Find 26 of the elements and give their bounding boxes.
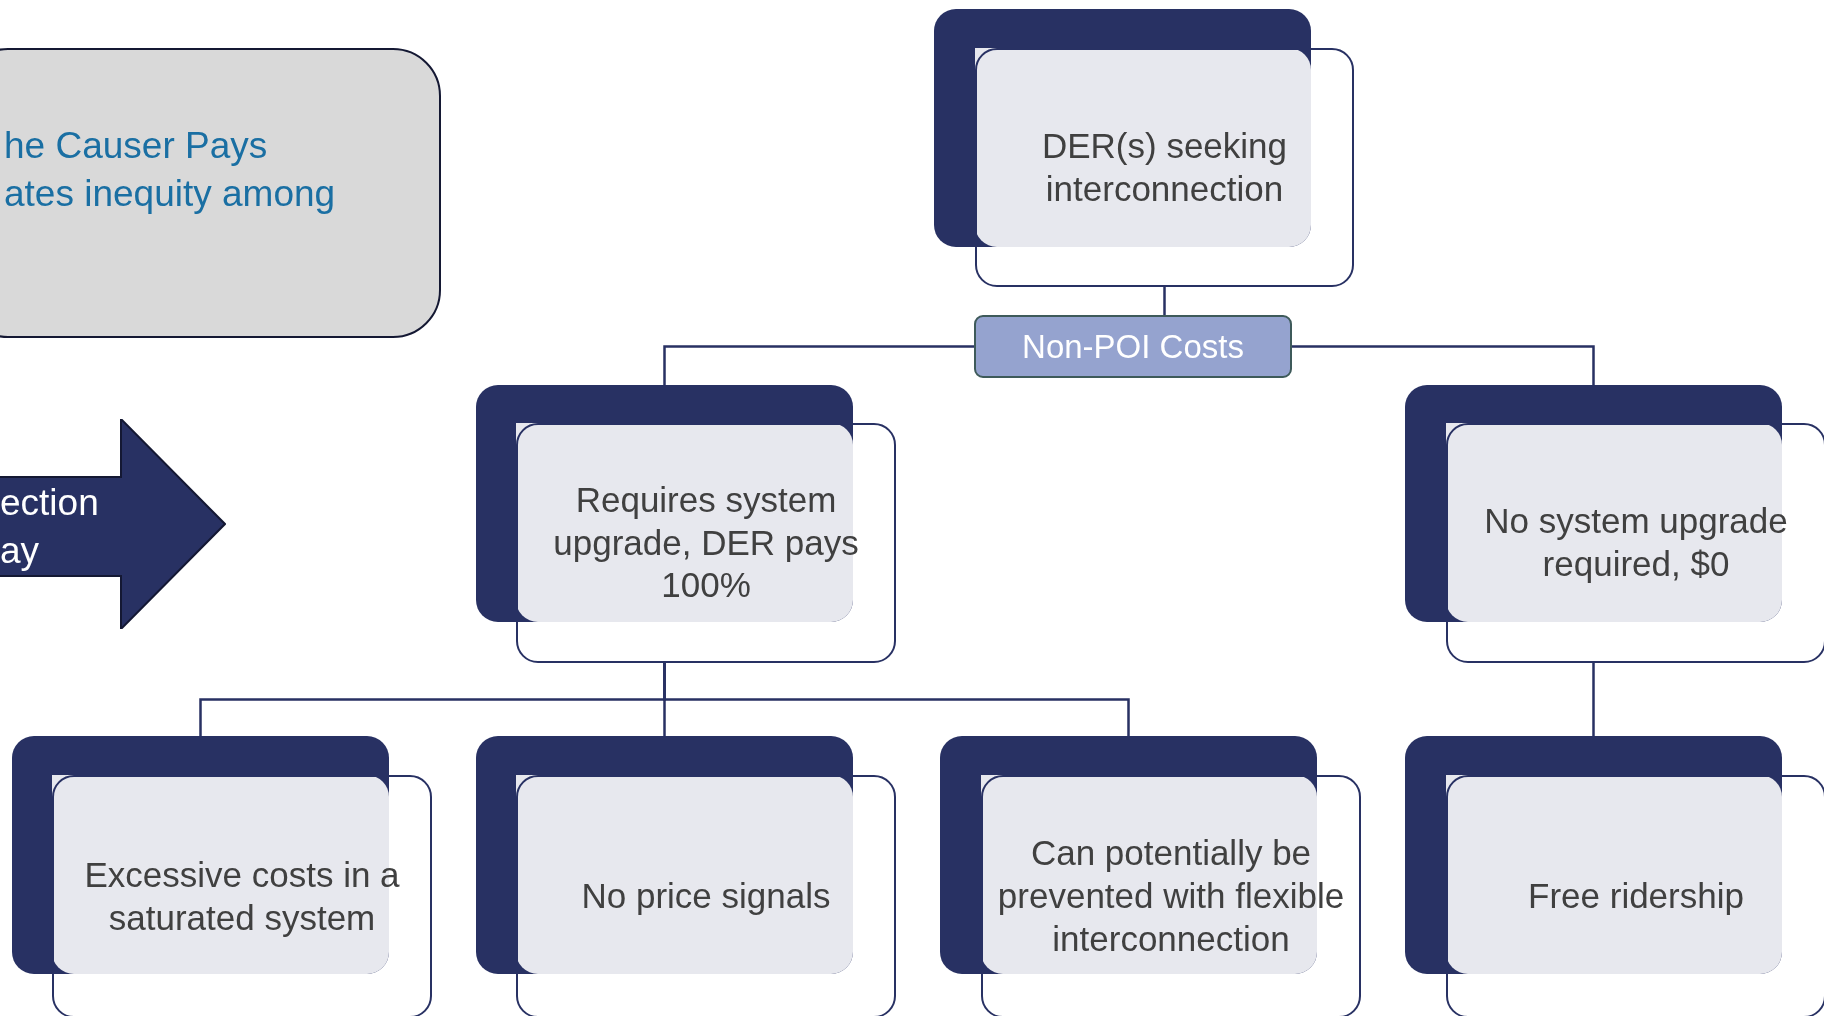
card-text: Requires system upgrade, DER pays 100% <box>552 478 860 607</box>
outline-card <box>516 775 896 1016</box>
connector-line <box>663 663 1130 736</box>
card-text: DER(s) seeking interconnection <box>1040 124 1289 210</box>
note-text: he Causer Pays <box>4 125 268 166</box>
outline-card <box>516 423 896 663</box>
card-text: Excessive costs in a saturated system <box>83 853 401 939</box>
outline-card <box>1446 423 1824 663</box>
note-panel <box>0 48 441 338</box>
connector-line <box>1292 345 1595 385</box>
outline-card <box>981 775 1361 1016</box>
connector-line <box>663 345 974 385</box>
outline-card <box>975 48 1354 287</box>
arrow-text: ection ay <box>0 482 99 572</box>
card-text: Free ridership <box>1528 875 1744 918</box>
card-text: Can potentially be prevented with flexible interconnection <box>996 832 1346 960</box>
tag-text: Non-POI Costs <box>1022 327 1244 366</box>
block-arrow <box>0 419 226 629</box>
card-text: No price signals <box>581 875 831 918</box>
connector-line <box>1163 287 1166 315</box>
outline-card <box>52 775 432 1016</box>
card-text: No system upgrade required, $0 <box>1483 500 1789 585</box>
cost-tag <box>974 315 1292 378</box>
note-text: ates inequity among <box>4 173 336 215</box>
connector-line <box>1592 663 1595 736</box>
outline-card <box>1446 775 1824 1016</box>
